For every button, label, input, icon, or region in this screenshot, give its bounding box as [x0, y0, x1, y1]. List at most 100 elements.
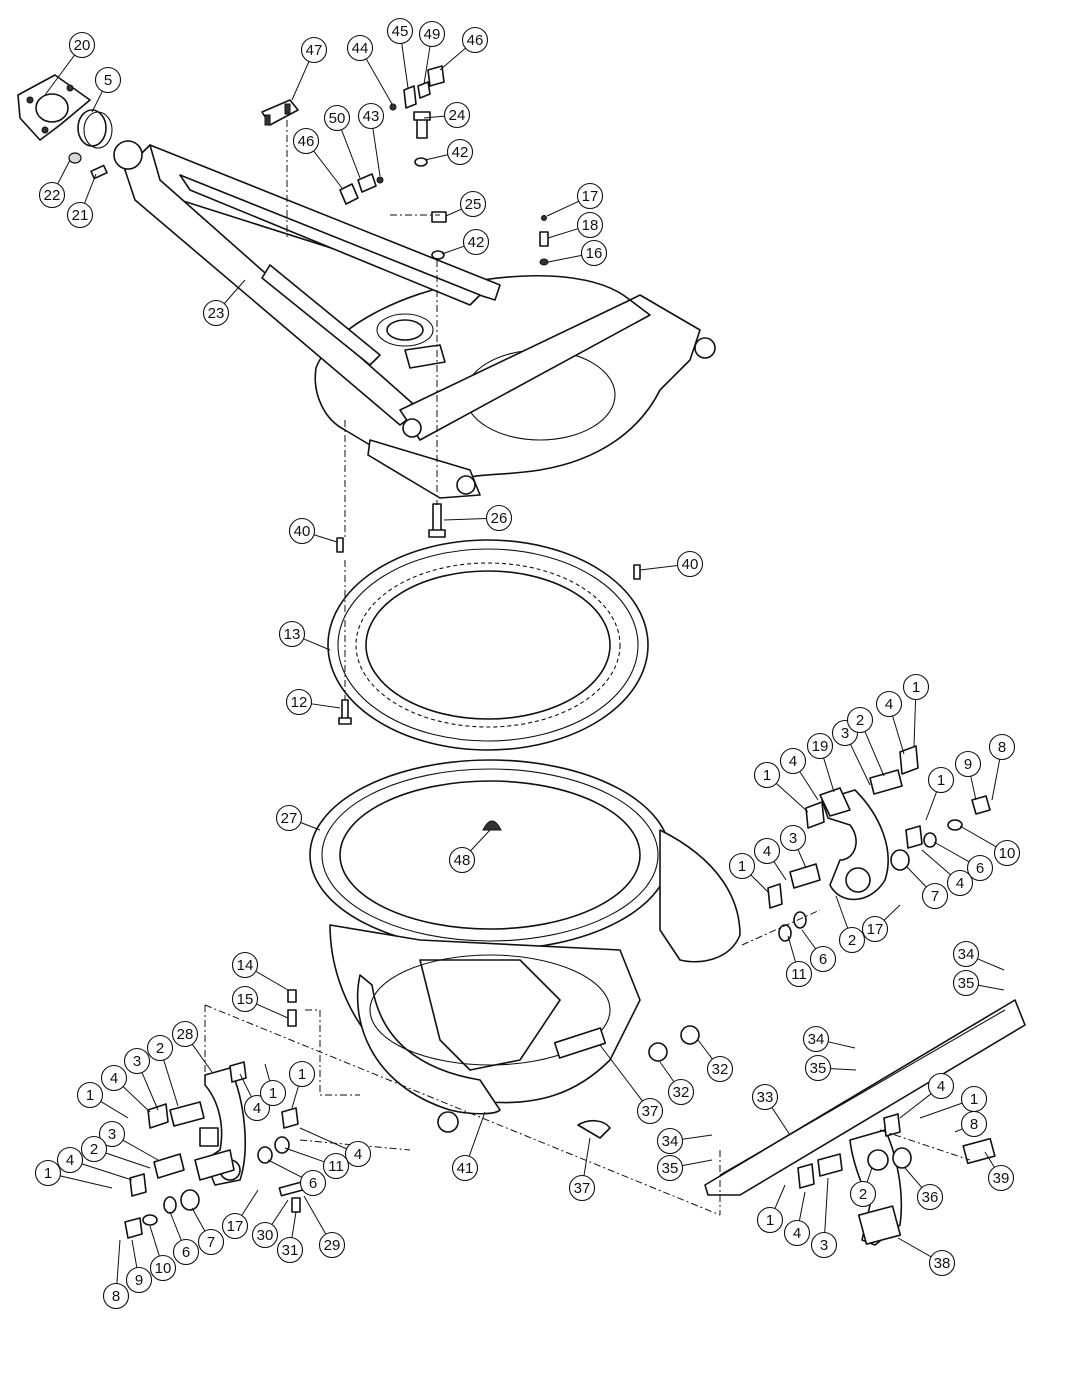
leader-line	[773, 861, 787, 881]
callout-number: 4	[793, 1225, 801, 1242]
callout-bubble	[275, 804, 303, 832]
callout-c1h: 1	[34, 1159, 113, 1189]
callout-bubble	[810, 1231, 838, 1259]
callout-bubble	[68, 31, 96, 59]
callout-bubble	[221, 1212, 249, 1240]
callout-number: 4	[354, 1146, 362, 1163]
callout-c35b: 35	[804, 1054, 857, 1082]
callout-bubble	[861, 915, 889, 943]
callout-bubble	[202, 299, 230, 327]
leader-line	[241, 1189, 259, 1216]
callout-number: 1	[766, 1212, 774, 1229]
part-pin-39	[962, 1137, 996, 1165]
callout-bubble	[318, 1231, 346, 1259]
callout-c1i: 1	[259, 1063, 287, 1107]
callout-c28a: 28	[171, 1020, 213, 1073]
part-pin-18	[539, 231, 549, 247]
callout-number: 2	[848, 932, 856, 949]
callout-bubble	[656, 1154, 684, 1182]
leader-line	[169, 1211, 182, 1241]
callout-c34a: 34	[952, 940, 1005, 971]
callout-c16a: 16	[547, 239, 608, 267]
callout-bubble	[576, 211, 604, 239]
callout-bubble	[418, 20, 446, 48]
leader-line	[163, 1059, 179, 1107]
leader-line	[311, 703, 341, 709]
callout-bubble	[459, 190, 487, 218]
leader-line	[904, 1167, 923, 1188]
leader-line	[255, 970, 289, 991]
callout-c43a: 43	[357, 102, 385, 177]
leader-line	[883, 904, 901, 921]
callout-bubble	[66, 201, 94, 229]
callout-bubble	[779, 824, 807, 852]
callout-c10a: 10	[959, 825, 1021, 867]
callout-c40a: 40	[288, 517, 338, 545]
callout-c42b: 42	[441, 228, 490, 256]
callout-c1b: 1	[902, 673, 930, 747]
leader-line	[91, 90, 103, 113]
part-clamp-38	[849, 1129, 903, 1246]
callout-c45a: 45	[386, 17, 414, 89]
callout-c50a: 50	[323, 104, 361, 179]
callout-c13a: 13	[278, 620, 331, 651]
callout-c2e: 2	[80, 1135, 151, 1169]
callout-bubble	[461, 26, 489, 54]
callout-number: 34	[662, 1133, 679, 1150]
part-clip-46b	[427, 65, 445, 87]
leader-line	[546, 200, 579, 217]
callout-bubble	[76, 1081, 104, 1109]
leader-line	[313, 534, 338, 543]
leader-line	[547, 254, 582, 263]
leader-line	[401, 43, 409, 89]
part-plate-45	[403, 85, 417, 109]
leader-line	[44, 54, 75, 96]
callout-c1e: 1	[919, 1085, 988, 1119]
callout-c4d: 4	[753, 837, 787, 881]
leader-line	[291, 1085, 299, 1109]
callout-bubble	[34, 1159, 62, 1187]
callout-c36a: 36	[904, 1167, 944, 1211]
callout-bubble	[149, 1254, 177, 1282]
leader-line	[256, 1003, 289, 1019]
leader-line	[583, 1137, 591, 1176]
leader-line	[639, 564, 678, 571]
callout-bubble	[667, 1078, 695, 1106]
callout-bubble	[446, 138, 474, 166]
leader-line	[131, 1239, 138, 1268]
leader-line	[116, 1239, 121, 1284]
callout-bubble	[292, 127, 320, 155]
leader-line	[439, 47, 466, 71]
leader-line	[424, 154, 448, 161]
callout-c41a: 41	[451, 1111, 486, 1182]
callout-bubble	[993, 839, 1021, 867]
callout-c11a: 11	[785, 935, 813, 988]
callout-number: 8	[998, 739, 1006, 756]
leader-line	[141, 1072, 159, 1111]
callout-bubble	[987, 1164, 1015, 1192]
callout-bubble	[300, 36, 328, 64]
callout-bubble	[580, 239, 608, 267]
callout-number: 48	[454, 852, 471, 869]
part-spring-50	[357, 173, 377, 193]
part-washer-42b	[431, 250, 445, 260]
leader-line	[899, 1093, 932, 1119]
callout-number: 4	[789, 753, 797, 770]
callout-c8b: 8	[954, 1110, 988, 1138]
callout-c18a: 18	[547, 211, 604, 239]
callout-number: 16	[586, 245, 603, 262]
callout-number: 47	[306, 42, 323, 59]
leader-line	[365, 58, 393, 105]
leader-line	[925, 791, 938, 821]
callout-bubble	[451, 1154, 479, 1182]
part-slewing-ring-13	[327, 539, 649, 751]
callout-number: 20	[74, 37, 91, 54]
callout-number: 4	[763, 843, 771, 860]
leader-line	[697, 1039, 713, 1060]
callout-c34c: 34	[656, 1127, 713, 1155]
callout-c2c: 2	[849, 1167, 877, 1208]
callout-bubble	[576, 182, 604, 210]
callout-c1g: 1	[76, 1081, 129, 1119]
callout-c46a: 46	[439, 26, 489, 71]
